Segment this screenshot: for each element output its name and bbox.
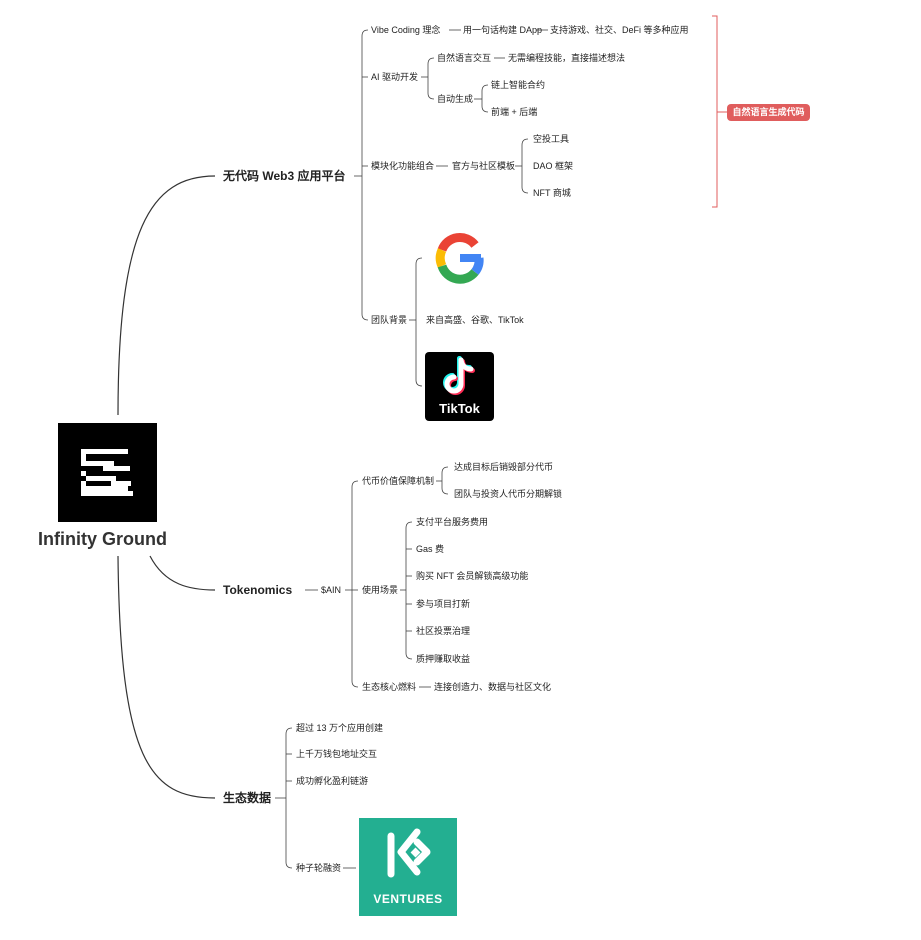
vibe-coding-node: Vibe Coding 理念 bbox=[371, 25, 441, 35]
module-item: NFT 商城 bbox=[533, 188, 571, 198]
tiktok-wordmark: TikTok bbox=[439, 401, 480, 416]
auto-item: 链上智能合约 bbox=[491, 80, 546, 90]
team-desc: 来自高盛、谷歌、TikTok bbox=[426, 315, 524, 325]
eco-item: 超过 13 万个应用创建 bbox=[296, 723, 384, 733]
branch-platform: 无代码 Web3 应用平台 bbox=[223, 169, 346, 183]
eco-item: 上千万钱包地址交互 bbox=[296, 749, 378, 759]
usage-node: 使用场景 bbox=[362, 585, 399, 595]
module-item: 空投工具 bbox=[533, 134, 570, 144]
vibe-coding-detail: 支持游戏、社交、DeFi 等多种应用 bbox=[550, 25, 689, 35]
core-node: 生态核心燃料 bbox=[362, 682, 417, 692]
ai-dev-node: AI 驱动开发 bbox=[371, 72, 419, 82]
usage-item: 购买 NFT 会员解锁高级功能 bbox=[416, 571, 529, 581]
auto-generate-node: 自动生成 bbox=[437, 94, 474, 104]
eco-item: 成功孵化盈利链游 bbox=[296, 776, 369, 786]
summary-badge: 自然语言生成代码 bbox=[727, 104, 810, 121]
value-item: 达成目标后销毁部分代币 bbox=[454, 462, 554, 472]
tiktok-note-icon bbox=[443, 356, 475, 395]
google-g-icon bbox=[435, 232, 484, 284]
vibe-coding-desc: 用一句话构建 DApp bbox=[463, 25, 543, 35]
auto-item: 前端 + 后端 bbox=[491, 107, 538, 117]
tiktok-logo: TikTok bbox=[425, 352, 494, 421]
modules-node: 模块化功能组合 bbox=[371, 161, 435, 171]
root-title: Infinity Ground bbox=[38, 529, 167, 549]
infinity-ground-logo bbox=[58, 423, 157, 522]
core-desc: 连接创造力、数据与社区文化 bbox=[434, 682, 552, 692]
seed-round-node: 种子轮融资 bbox=[296, 863, 342, 873]
natural-language-desc: 无需编程技能，直接描述想法 bbox=[508, 53, 626, 63]
natural-language-node: 自然语言交互 bbox=[437, 53, 492, 63]
team-node: 团队背景 bbox=[371, 315, 408, 325]
modules-source: 官方与社区模板 bbox=[452, 161, 516, 171]
infinity-ground-logo-icon bbox=[81, 449, 133, 496]
usage-item: 参与项目打新 bbox=[416, 599, 471, 609]
kucoin-wordmark: VENTURES bbox=[373, 892, 443, 906]
value-node: 代币价值保障机制 bbox=[362, 476, 435, 486]
usage-item: Gas 费 bbox=[416, 544, 445, 554]
usage-item: 支付平台服务费用 bbox=[416, 517, 489, 527]
branch-ecosystem: 生态数据 bbox=[223, 791, 272, 805]
usage-item: 质押赚取收益 bbox=[416, 654, 471, 664]
token-ticker: $AIN bbox=[321, 585, 342, 595]
value-item: 团队与投资人代币分期解锁 bbox=[454, 489, 563, 499]
google-logo bbox=[426, 224, 494, 292]
kucoin-ventures-logo: VENTURES bbox=[359, 818, 457, 916]
usage-item: 社区投票治理 bbox=[416, 626, 471, 636]
branch-tokenomics: Tokenomics bbox=[223, 583, 293, 597]
module-item: DAO 框架 bbox=[533, 161, 574, 171]
kucoin-k-icon bbox=[387, 828, 431, 878]
